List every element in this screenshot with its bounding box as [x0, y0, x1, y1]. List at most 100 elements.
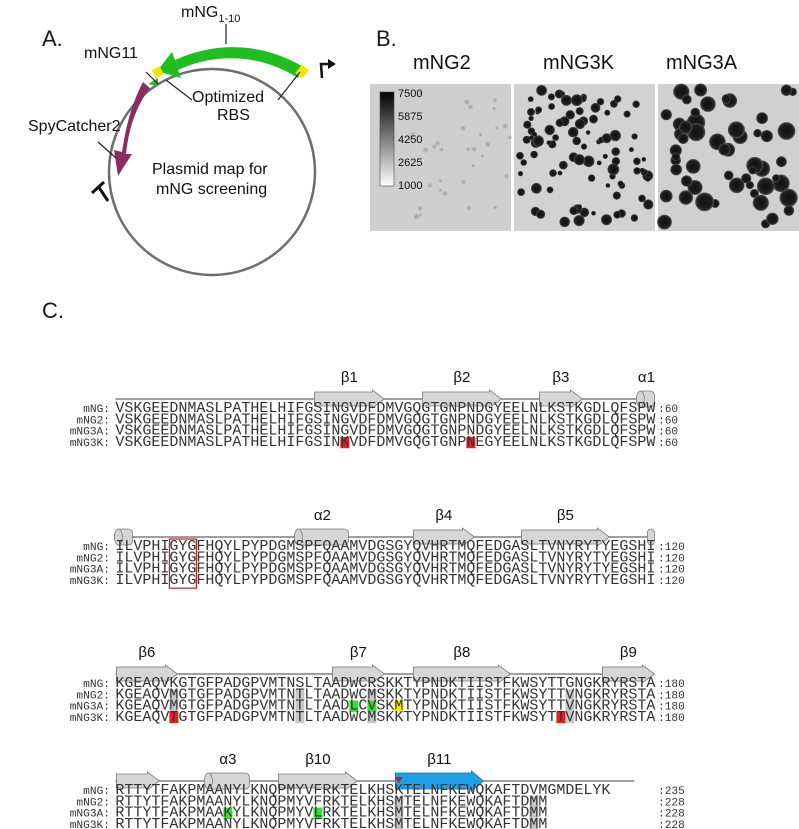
colony-dot: [422, 147, 429, 153]
sequence-name: mNG3A:: [70, 702, 110, 714]
residue-highlight-gray: [565, 700, 575, 712]
structure-label: α3: [219, 751, 236, 768]
colony-dot: [517, 188, 525, 197]
colony-dot: [783, 205, 795, 216]
residue-highlight-gray: [367, 689, 377, 701]
colony-dot: [493, 205, 498, 210]
beta-strand: [395, 770, 485, 792]
residue-highlight-gray: [295, 700, 305, 712]
colony-dot: [766, 212, 779, 225]
colony-dot: [633, 157, 641, 166]
colony-dot: [760, 130, 773, 143]
helix-cap: [114, 528, 123, 546]
colony-dot: [569, 206, 579, 216]
sequence-end-position: :60: [658, 427, 678, 439]
colony-dot: [611, 157, 621, 166]
sequence-residues: KGEAQVMGTGFPADGPVMTNTLTAADLCVSKMTYPNDKTI…: [115, 698, 655, 715]
rbs-marker-left: [151, 66, 164, 79]
colony-dot: [418, 90, 423, 96]
mng1-10-label: mNG1-10: [181, 4, 240, 25]
sequence-end-position: :180: [658, 702, 685, 714]
colony-dot: [548, 103, 555, 110]
colony-dot: [492, 98, 498, 103]
rbs-label-line1: Optimized: [192, 89, 264, 106]
colony-dot: [530, 150, 538, 159]
colony-dot: [614, 95, 622, 103]
sequence-residues: KGEAQVKGTGFPADGPVMTNSLTAADWCRSKKTYPNDKTI…: [115, 675, 655, 692]
colony-dot: [478, 132, 483, 137]
colony-dot: [557, 170, 563, 176]
colony-dot: [605, 183, 611, 188]
beta-strand: [332, 664, 386, 684]
colony-dot: [589, 114, 598, 124]
residue-highlight-red: [340, 436, 350, 449]
colony-dot: [460, 179, 466, 185]
residue-highlight-gray: [529, 807, 539, 819]
colony-dot: [494, 126, 499, 130]
plasmid-backbone: [107, 67, 317, 277]
mng3k-colonies: [516, 85, 654, 228]
plasmid-center-line1: Plasmid map for: [152, 161, 268, 178]
mng11-label: mNG11: [84, 45, 138, 62]
colony-dot: [641, 157, 647, 162]
residue-highlight-green: [223, 807, 233, 819]
colony-dot: [741, 173, 752, 184]
colony-dot: [695, 192, 714, 212]
structure-label: β7: [350, 644, 367, 661]
mng1-10-gene-arrow: [157, 47, 305, 78]
colony-dot: [580, 143, 588, 150]
rbs-label-line2: RBS: [217, 107, 250, 124]
sequence-name: mNG3A:: [70, 809, 110, 821]
sequence-residues: KGEAQVTGTGFPADGPVMTNTLTAADWCMSKKTYPNDKTI…: [115, 709, 655, 726]
colony-dot: [435, 140, 441, 146]
residue-highlight-gray: [367, 711, 377, 724]
beta-strand: [314, 389, 386, 409]
beta-strand: [539, 389, 584, 409]
colony-dot: [756, 112, 768, 125]
colony-dot: [639, 167, 646, 174]
colony-dot: [756, 177, 775, 196]
residue-highlight-gray: [565, 711, 575, 724]
residue-highlight-green: [349, 700, 359, 712]
colony-dot: [411, 131, 416, 136]
residue-highlight-yellow: [394, 700, 404, 712]
residue-highlight-red: [466, 436, 476, 449]
colony-dot: [657, 214, 672, 230]
mng11-gene-arrow: [148, 78, 158, 86]
colony-dot: [567, 126, 579, 138]
colony-dot: [528, 115, 534, 122]
residue-highlight-green: [367, 700, 377, 712]
colony-dot: [633, 167, 641, 175]
sequence-end-position: :228: [658, 809, 685, 821]
colony-dot: [590, 102, 601, 113]
colony-dot: [748, 166, 757, 175]
colony-dot: [485, 141, 491, 147]
helix-cap: [293, 528, 303, 546]
colony-dot: [531, 131, 538, 137]
beta-strand: [116, 664, 179, 684]
colony-dot: [591, 211, 596, 216]
colony-dot: [609, 129, 621, 142]
colony-dot: [645, 176, 651, 182]
colony-dot: [753, 129, 762, 138]
sequence-name: mNG3A:: [70, 565, 110, 577]
colony-dot: [532, 135, 544, 147]
colony-dot: [671, 152, 681, 161]
residue-highlight-gray: [169, 700, 179, 712]
beta-strand: [602, 664, 656, 684]
sequence-name: mNG:: [83, 404, 110, 416]
colony-dot: [700, 96, 716, 112]
colony-dot: [752, 194, 769, 211]
colony-dot: [669, 144, 682, 157]
colony-dot: [520, 159, 527, 166]
colony-dot: [611, 147, 620, 156]
sequence-end-position: :60: [658, 438, 678, 450]
colony-dot: [681, 175, 693, 187]
colony-dot: [466, 147, 471, 152]
residue-highlight-green: [313, 807, 323, 819]
sequence-name: mNG:: [83, 542, 110, 554]
colony-dot: [630, 214, 639, 222]
